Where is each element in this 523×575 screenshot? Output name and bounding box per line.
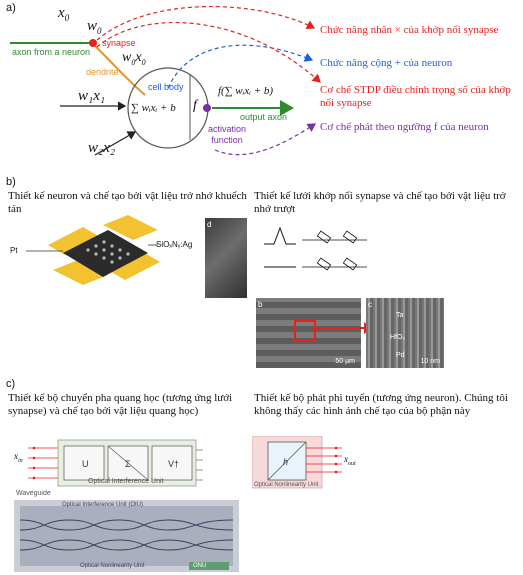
synapse-label: synapse	[102, 38, 136, 48]
x-in-label: xin	[14, 451, 23, 464]
scale-50um: 50 µm	[335, 358, 355, 365]
axon-from-neuron-label: axon from a neuron	[12, 47, 91, 57]
f-formula: f(∑ wᵢxᵢ + b)	[218, 85, 274, 97]
input-w2x2-arrow	[94, 131, 137, 156]
w1x1-label: w₁x₁	[78, 88, 106, 104]
onu-h-glyph: h	[283, 457, 288, 467]
scale-10nm: 10 nm	[420, 358, 440, 365]
oiu-diagram: U Σ V†	[28, 439, 203, 487]
pd-label: Pd	[396, 352, 405, 359]
inset-d-label: d	[207, 220, 212, 229]
dendrite-curve	[92, 43, 146, 96]
highlight-box	[294, 320, 316, 342]
pad-right	[108, 252, 160, 280]
neuron-diagram	[10, 6, 321, 156]
chip-bottom-label: Optical Nonlinearity Unit	[80, 563, 145, 569]
zoom-arrow	[312, 322, 372, 334]
panel-c-right-caption: Thiết kế bộ phát phi tuyến (tương ứng ne…	[254, 392, 508, 417]
onu-label: Optical Nonlinearity Unit	[254, 482, 319, 488]
dot-grid	[86, 240, 130, 264]
ta-label: Ta	[396, 312, 404, 319]
annotation-stdp: Cơ chế STDP điều chỉnh trọng số của khớp…	[320, 84, 511, 109]
sio-label: SiOₓNᵧ:Ag	[156, 240, 193, 249]
arrow-stdp	[96, 21, 321, 83]
x-out-label: xout	[344, 454, 356, 467]
x0-label: x0	[58, 5, 70, 23]
pad-left	[48, 227, 100, 255]
dendrite-label: dendrite	[86, 67, 119, 77]
inset-b-label: b	[258, 300, 263, 309]
onu-region	[189, 562, 229, 570]
synapse-dot	[89, 39, 97, 47]
w2x2-label: w₂x₂	[88, 140, 116, 156]
u-glyph: U	[82, 459, 89, 469]
sigma-glyph: Σ	[125, 459, 131, 469]
memristor-device-drawing	[26, 215, 160, 285]
arrow-multiply	[96, 6, 316, 41]
pt-label: Pt	[10, 246, 18, 255]
photonic-chip-photo	[14, 500, 239, 572]
w0-label: w0	[87, 18, 102, 36]
activation-function-label: activation function	[207, 124, 247, 145]
annotation-add: Chức năng cộng + của neuron	[320, 57, 453, 69]
f-label: f	[193, 98, 197, 113]
oiu-label: Optical Interference Unit	[88, 478, 164, 485]
annotation-threshold: Cơ chế phát theo ngưỡng f của neuron	[320, 121, 489, 133]
pad-top	[103, 215, 158, 240]
device-photo-b: b 50 µm	[256, 298, 361, 368]
device-photo-d: d	[205, 218, 247, 298]
inset-c-label: c	[368, 300, 372, 309]
pad-bottom	[53, 260, 108, 285]
panel-b-left-caption: Thiết kế neuron và chế tạo bởi vật liệu …	[8, 190, 247, 215]
panel-c-label: c)	[6, 378, 16, 390]
device-photo-c: c Ta HfOₓ Pd 10 nm	[366, 298, 444, 368]
onu-diagram: h	[252, 436, 342, 489]
panel-a-label: a)	[6, 2, 16, 14]
v-glyph: V†	[168, 459, 179, 469]
activation-dot	[203, 104, 211, 112]
cell-body-label: cell body	[148, 82, 184, 92]
panel-b-right-caption: Thiết kế lưới khớp nối synapse và chế tạ…	[254, 190, 506, 215]
chip-onu-label: ONU	[193, 563, 207, 569]
device-body	[63, 230, 148, 277]
sum-formula: ∑ wᵢxᵢ + b	[131, 102, 176, 114]
crossbar-schematic	[264, 226, 367, 271]
arrow-add	[167, 44, 314, 89]
pulse-waveform	[264, 226, 296, 245]
chip-top-label: Optical Interference Unit (OIU)	[62, 502, 144, 508]
panel-c-left-caption: Thiết kế bộ chuyển pha quang học (tương …	[8, 392, 233, 417]
hfo-label: HfOₓ	[390, 334, 405, 341]
waveguide-label: Waveguide	[16, 490, 51, 497]
w0x0-label: w0x0	[122, 50, 146, 67]
output-axon-label: output axon	[240, 112, 288, 122]
annotation-multiply: Chức năng nhân × của khớp nối synapse	[320, 24, 499, 36]
panel-b-label: b)	[6, 176, 16, 188]
